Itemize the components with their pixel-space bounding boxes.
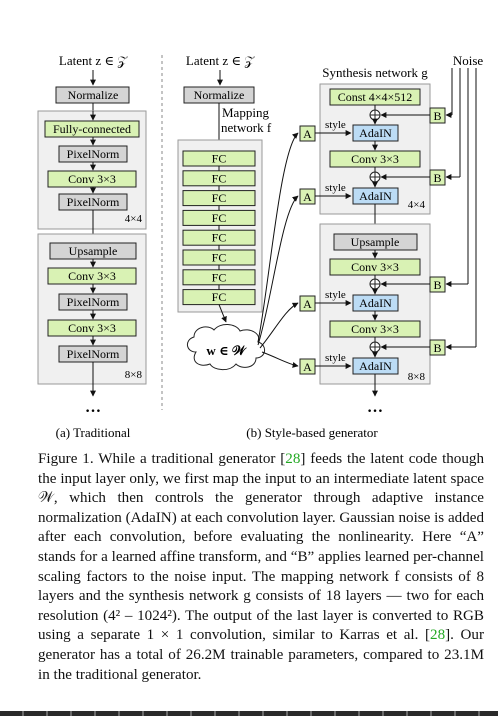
citation-link-2[interactable]: 28: [430, 627, 446, 644]
fc-block-2-label: FC: [212, 171, 227, 185]
fc-block-6-label: FC: [212, 251, 227, 265]
trad-fc-label: Fully-connected: [53, 122, 131, 136]
figure-caption: Figure 1. While a traditional generator …: [38, 450, 484, 685]
noise-label: Noise: [453, 53, 484, 68]
style-latent-label: Latent z ∈ 𝒵: [186, 53, 255, 68]
affine-a-1-label: A: [303, 127, 312, 141]
trad-pixelnorm-1-label: PixelNorm: [67, 147, 120, 161]
affine-a-2-label: A: [303, 190, 312, 204]
affine-a-3-label: A: [303, 297, 312, 311]
style-label-3: style: [325, 289, 346, 301]
style-label-4: style: [325, 352, 346, 364]
trad-conv-1: [47, 170, 137, 188]
mapping-label-2: network f: [221, 120, 272, 135]
fc-block-4-label: FC: [212, 211, 227, 225]
caption-part-3: ]. Our generator has a total of 26.2M tr…: [38, 627, 484, 683]
noise-scale-b-3-label: B: [433, 278, 441, 292]
style-label-1: style: [325, 119, 346, 131]
synth-upsample-label: Upsample: [351, 235, 400, 249]
trad-pixelnorm-4-label: PixelNorm: [67, 347, 120, 361]
trad-normalize-label: Normalize: [68, 88, 119, 102]
fc-block-7-label: FC: [212, 270, 227, 284]
trad-conv-2-label: Conv 3×3: [68, 269, 116, 283]
affine-a-4-label: A: [303, 360, 312, 374]
trad-latent-label: Latent z ∈ 𝒵: [59, 53, 128, 68]
fc-block-1-label: FC: [212, 152, 227, 166]
caption-part-1: Figure 1. While a traditional generator …: [38, 451, 286, 467]
trad-fc-box: [44, 120, 140, 138]
mapping-label-1: Mapping: [222, 105, 269, 120]
style-normalize-label: Normalize: [194, 88, 245, 102]
adain-4-label: AdaIN: [359, 359, 392, 373]
noise-scale-b-4-label: B: [433, 341, 441, 355]
fc-block-5-label: FC: [212, 231, 227, 245]
adain-3-label: AdaIN: [359, 296, 392, 310]
trad-conv-3-label: Conv 3×3: [68, 321, 116, 335]
style-label-2: style: [325, 182, 346, 194]
mapping-to-w-arrow: [218, 304, 227, 323]
synth-res-8-label: 8×8: [408, 371, 426, 383]
synth-conv-3-label: Conv 3×3: [351, 322, 399, 336]
synth-conv-1-label: Conv 3×3: [351, 152, 399, 166]
trad-upsample-label: Upsample: [69, 244, 118, 258]
trad-conv-2: [47, 267, 137, 285]
architecture-figure: Latent z ∈ 𝒵 Normalize Fully-connected P…: [37, 53, 484, 440]
adain-2-label: AdaIN: [359, 189, 392, 203]
synth-conv-2-label: Conv 3×3: [351, 260, 399, 274]
caption-part-2: ] feeds the latent code though the input…: [38, 451, 484, 644]
fc-block-3-label: FC: [212, 191, 227, 205]
trad-conv-1-label: Conv 3×3: [68, 172, 116, 186]
fc-block-8-label: FC: [212, 290, 227, 304]
const-label: Const 4×4×512: [338, 90, 413, 104]
trad-conv-3: [47, 319, 137, 337]
page-bottom-edge: [0, 711, 498, 716]
trad-subcaption: (a) Traditional: [56, 425, 131, 440]
trad-res-4-label: 4×4: [125, 213, 143, 225]
adain-1-label: AdaIN: [359, 126, 392, 140]
noise-scale-b-2-label: B: [433, 171, 441, 185]
trad-pixelnorm-2-label: PixelNorm: [67, 195, 120, 209]
noise-scale-b-1-label: B: [433, 109, 441, 123]
w-label: w ∈ 𝒲: [206, 343, 247, 358]
trad-res-8-label: 8×8: [125, 369, 143, 381]
style-subcaption: (b) Style-based generator: [246, 425, 378, 440]
synth-res-4-label: 4×4: [408, 199, 426, 211]
style-ellipsis: …: [367, 399, 383, 416]
trad-ellipsis: …: [85, 399, 101, 416]
synthesis-network-label: Synthesis network g: [322, 65, 428, 80]
citation-link-1[interactable]: 28: [285, 451, 301, 467]
trad-pixelnorm-3-label: PixelNorm: [67, 295, 120, 309]
